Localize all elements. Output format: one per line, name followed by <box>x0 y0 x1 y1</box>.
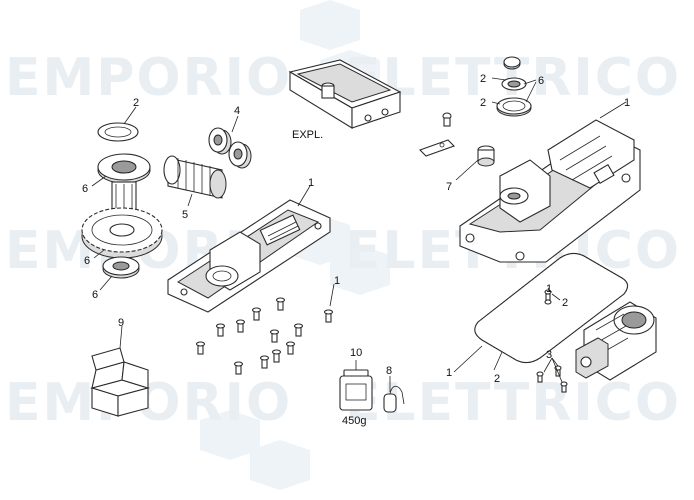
bearing-upper-left: 6 <box>82 153 151 195</box>
label-gasket-screw-1: 1 <box>546 283 552 295</box>
label-ring-left: 2 <box>133 97 139 109</box>
label-bottom-bearing: 6 <box>92 289 98 301</box>
gear-bearing-pair: 4 <box>208 105 252 169</box>
screw <box>323 309 334 323</box>
label-motor-gasket: 2 <box>494 373 500 385</box>
label-bearing-upper: 6 <box>82 183 88 195</box>
explode-box: EXPL. <box>288 59 402 141</box>
label-screws: 1 <box>334 275 340 287</box>
label-motor-assembly: 1 <box>446 367 452 379</box>
label-gasket-screw-2: 2 <box>562 297 568 309</box>
ring-washer-left: 2 <box>97 97 139 142</box>
grease-jar: 10 450g <box>339 347 373 427</box>
screws-group: 1 <box>195 275 340 375</box>
screw <box>251 307 262 321</box>
label-explode: EXPL. <box>292 129 323 141</box>
label-base-plate: 1 <box>308 177 314 189</box>
screw <box>293 323 304 337</box>
watermark-text-left-3: EMPORIO <box>5 373 292 433</box>
label-worm-shaft: 5 <box>182 209 188 221</box>
gasket-screws: 1 2 <box>544 283 568 309</box>
packaging-box: 9 <box>90 317 150 417</box>
small-lever <box>418 112 456 157</box>
label-top-washers-lower: 2 <box>480 97 486 109</box>
motor-assembly: 1 <box>446 301 657 381</box>
base-plate: 1 <box>167 177 331 313</box>
label-nipple: 7 <box>446 181 452 193</box>
motor-screws: 3 <box>536 349 568 393</box>
label-grease-weight: 450g <box>342 415 366 427</box>
label-capacitor: 8 <box>386 365 392 377</box>
watermark-text-right-3: ELETTRICO <box>345 373 681 433</box>
screw <box>233 361 244 375</box>
screw <box>269 329 280 343</box>
screw <box>271 349 282 363</box>
label-top-washers-upper: 2 <box>480 73 486 85</box>
capacitor: 8 <box>383 365 405 413</box>
screw <box>259 355 270 369</box>
label-gear-bearing: 4 <box>234 105 240 117</box>
screw <box>275 297 286 311</box>
screw <box>215 323 226 337</box>
label-packaging: 9 <box>118 317 124 329</box>
label-motor-screws: 3 <box>546 349 552 361</box>
label-gear-wheel: 6 <box>84 255 90 267</box>
screw <box>285 341 296 355</box>
watermark-text-left-1: EMPORIO <box>5 48 292 108</box>
screw <box>195 341 206 355</box>
label-motor-cover: 1 <box>624 97 630 109</box>
motor-cover: 1 <box>459 97 641 263</box>
motor-gasket: 2 <box>474 252 629 385</box>
nipple-part: 7 <box>446 145 495 193</box>
screw <box>235 319 246 333</box>
bottom-bearing: 6 <box>92 256 140 301</box>
label-top-bearings: 6 <box>538 75 544 87</box>
top-right-washers: 2 2 6 <box>480 56 544 117</box>
label-grease-jar: 10 <box>350 347 362 359</box>
gear-wheel: 6 <box>81 181 163 267</box>
worm-shaft: 5 <box>163 155 227 221</box>
